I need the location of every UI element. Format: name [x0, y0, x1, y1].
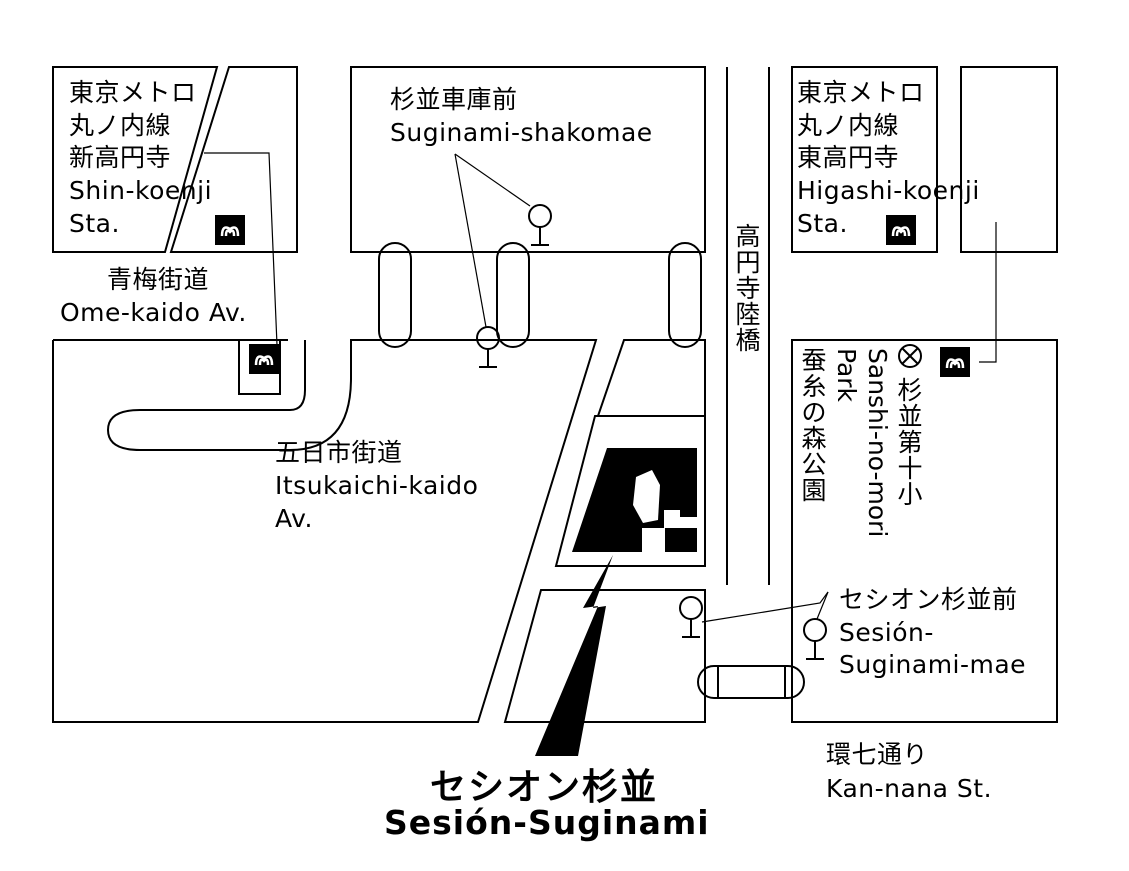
ome-kaido-en: Ome-kaido Av. — [60, 298, 247, 327]
crosswalk-icon — [668, 242, 702, 348]
block-higashi-koenji — [791, 66, 938, 253]
block-sesion-site — [554, 415, 706, 567]
block-shin-koenji — [52, 66, 219, 253]
block-shin-koenji-right — [169, 66, 298, 253]
kan-nana-ja: 環七通り — [826, 740, 929, 769]
shin-koenji-name-en: Shin-koenji — [69, 176, 213, 205]
block-west-upper — [53, 339, 288, 395]
bus-stop-icon — [528, 204, 552, 246]
shin-koenji-line1: 東京メトロ — [69, 78, 197, 107]
block-south-center — [503, 589, 706, 723]
higashi-koenji-line1: 東京メトロ — [797, 78, 925, 107]
block-southwest — [52, 339, 598, 723]
bus-stop-icon — [476, 326, 500, 368]
destination-pointer — [535, 555, 613, 756]
tokyo-metro-icon — [940, 347, 970, 377]
park-label-en1: Sanshi-no-mori — [863, 348, 892, 538]
ome-kaido-ja: 青梅街道 — [107, 265, 210, 294]
tokyo-metro-icon — [215, 215, 245, 245]
higashi-koenji-line2: 丸ノ内線 — [797, 111, 900, 140]
koenji-rikkyo-label: 高円寺陸橋 — [735, 222, 761, 355]
shin-koenji-name-ja: 新高円寺 — [69, 143, 172, 172]
park-label-ja: 蚕糸の森公園 — [801, 346, 827, 505]
park-label-en2: Park — [832, 348, 861, 403]
itsukaichi-kaido-ja: 五日市街道 — [275, 438, 403, 467]
crosswalk-icon — [697, 665, 805, 699]
suginami-shakomae-en: Suginami-shakomae — [390, 118, 653, 147]
crosswalk-icon — [378, 242, 412, 348]
itsukaichi-kaido-av: Av. — [275, 504, 313, 533]
crosswalk-icon — [496, 242, 530, 348]
school-label-ja: 杉並第十小 — [897, 376, 923, 509]
sesion-suginami-mae-ja: セシオン杉並前 — [839, 585, 1018, 614]
block-center-north — [596, 339, 706, 417]
kan-nana-en: Kan-nana St. — [826, 774, 993, 803]
destination-title-en: Sesión-Suginami — [384, 803, 710, 842]
block-higashi-koenji-right — [960, 66, 1058, 253]
higashi-koenji-sta: Sta. — [797, 209, 848, 238]
higashi-koenji-name-ja: 東高円寺 — [797, 143, 900, 172]
school-symbol-icon — [898, 344, 922, 368]
bus-stop-icon — [803, 618, 827, 660]
bus-stop-icon — [679, 596, 703, 638]
shin-koenji-sta: Sta. — [69, 209, 120, 238]
destination-title-ja: セシオン杉並 — [430, 767, 659, 808]
itsukaichi-kaido-en: Itsukaichi-kaido — [275, 471, 479, 500]
sesion-suginami-mae-en2: Suginami-mae — [839, 650, 1027, 679]
higashi-koenji-name-en: Higashi-koenji — [797, 176, 980, 205]
suginami-shakomae-ja: 杉並車庫前 — [390, 85, 518, 114]
sesion-suginami-mae-en1: Sesión- — [839, 618, 934, 647]
shin-koenji-line2: 丸ノ内線 — [69, 111, 172, 140]
tokyo-metro-icon — [886, 215, 916, 245]
tokyo-metro-icon — [249, 344, 279, 374]
block-park — [791, 339, 1058, 723]
